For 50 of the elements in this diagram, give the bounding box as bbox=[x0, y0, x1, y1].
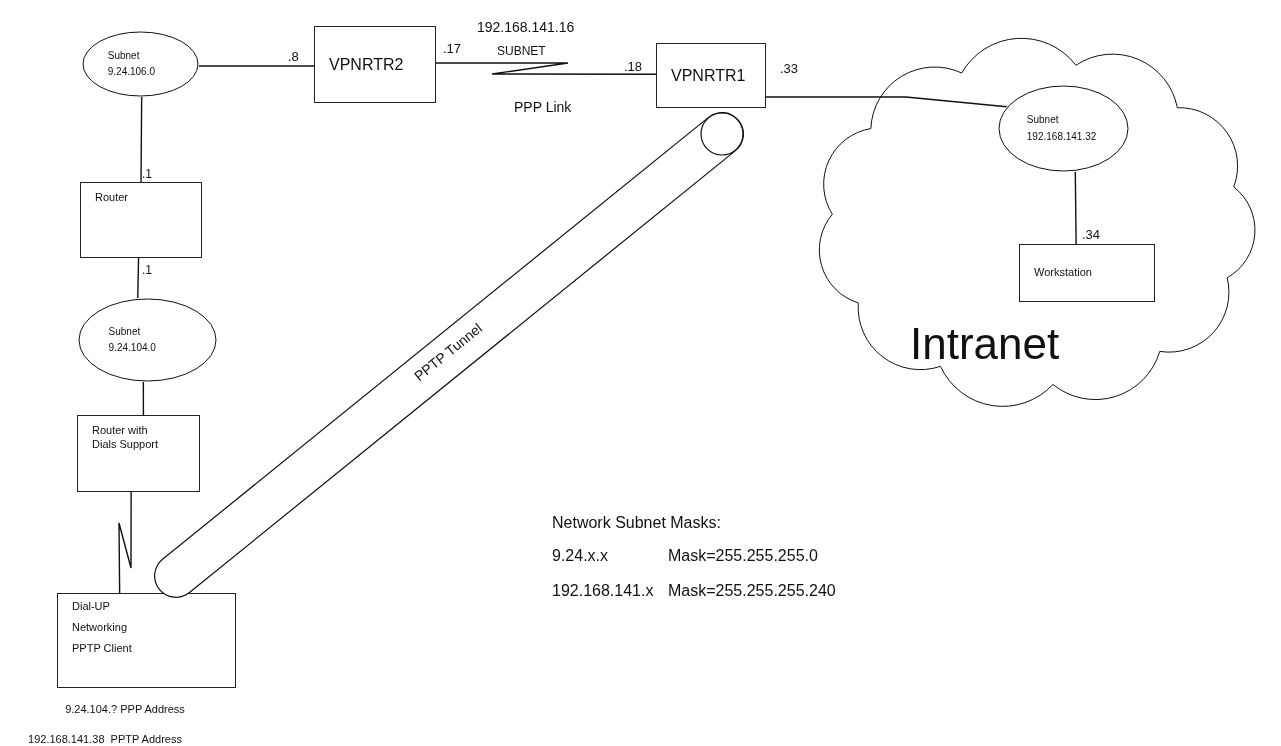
address-note: 192.168.141.38 PPTP Address bbox=[27, 734, 183, 745]
device-name: Networking bbox=[72, 620, 128, 635]
device-name: Dial-UP bbox=[72, 600, 110, 614]
device-box bbox=[57, 593, 236, 688]
subnet-address: 9.24.106.0 bbox=[107, 66, 155, 79]
network-link bbox=[118, 491, 132, 594]
address-label: SUBNET bbox=[497, 45, 546, 57]
subnet-address: 192.168.141.32 bbox=[1026, 130, 1097, 143]
node-title: Subnet bbox=[107, 49, 140, 62]
address-label: .1 bbox=[142, 168, 152, 180]
device-box bbox=[314, 26, 436, 103]
network-link bbox=[140, 96, 143, 183]
network-link bbox=[198, 65, 315, 67]
node-title: Subnet bbox=[1026, 114, 1059, 127]
device-box bbox=[77, 415, 200, 492]
subnet-ellipse bbox=[78, 298, 217, 382]
mask-note: Mask=255.255.255.240 bbox=[668, 583, 836, 599]
network-link bbox=[1074, 171, 1077, 245]
device-name: Workstation bbox=[1034, 266, 1092, 280]
mask-note: Mask=255.255.255.0 bbox=[668, 548, 818, 564]
address-label: .34 bbox=[1082, 228, 1101, 241]
device-box bbox=[1019, 244, 1155, 302]
address-label: .17 bbox=[443, 42, 462, 55]
mask-note: Network Subnet Masks: bbox=[552, 515, 721, 531]
address-label: .8 bbox=[288, 50, 299, 63]
node-title: Subnet bbox=[108, 325, 141, 338]
subnet-ellipse bbox=[998, 85, 1129, 172]
mask-note: 9.24.x.x bbox=[552, 548, 609, 564]
network-name: Intranet bbox=[910, 322, 1060, 366]
device-name: Router with Dials Support bbox=[92, 424, 160, 452]
tunnel-pipe bbox=[154, 112, 744, 598]
device-name: VPNRTR1 bbox=[671, 65, 746, 86]
device-box bbox=[656, 43, 766, 108]
address-label: .18 bbox=[624, 60, 643, 73]
network-link bbox=[142, 381, 145, 416]
device-name: VPNRTR2 bbox=[329, 54, 404, 75]
address-label: 192.168.141.16 bbox=[477, 20, 575, 34]
device-box bbox=[80, 182, 202, 258]
address-note: 9.24.104.? PPP Address bbox=[64, 704, 186, 715]
network-link bbox=[435, 62, 657, 75]
device-name: Router bbox=[95, 191, 129, 205]
mask-note: 192.168.141.x bbox=[552, 583, 654, 599]
address-label: .33 bbox=[780, 62, 799, 75]
address-label: .1 bbox=[142, 264, 152, 276]
subnet-ellipse bbox=[82, 31, 199, 97]
edge-label: PPP Link bbox=[512, 100, 574, 114]
network-link bbox=[765, 96, 1008, 108]
network-link bbox=[137, 257, 140, 299]
device-name: PPTP Client bbox=[72, 641, 132, 656]
subnet-address: 9.24.104.0 bbox=[108, 342, 156, 355]
